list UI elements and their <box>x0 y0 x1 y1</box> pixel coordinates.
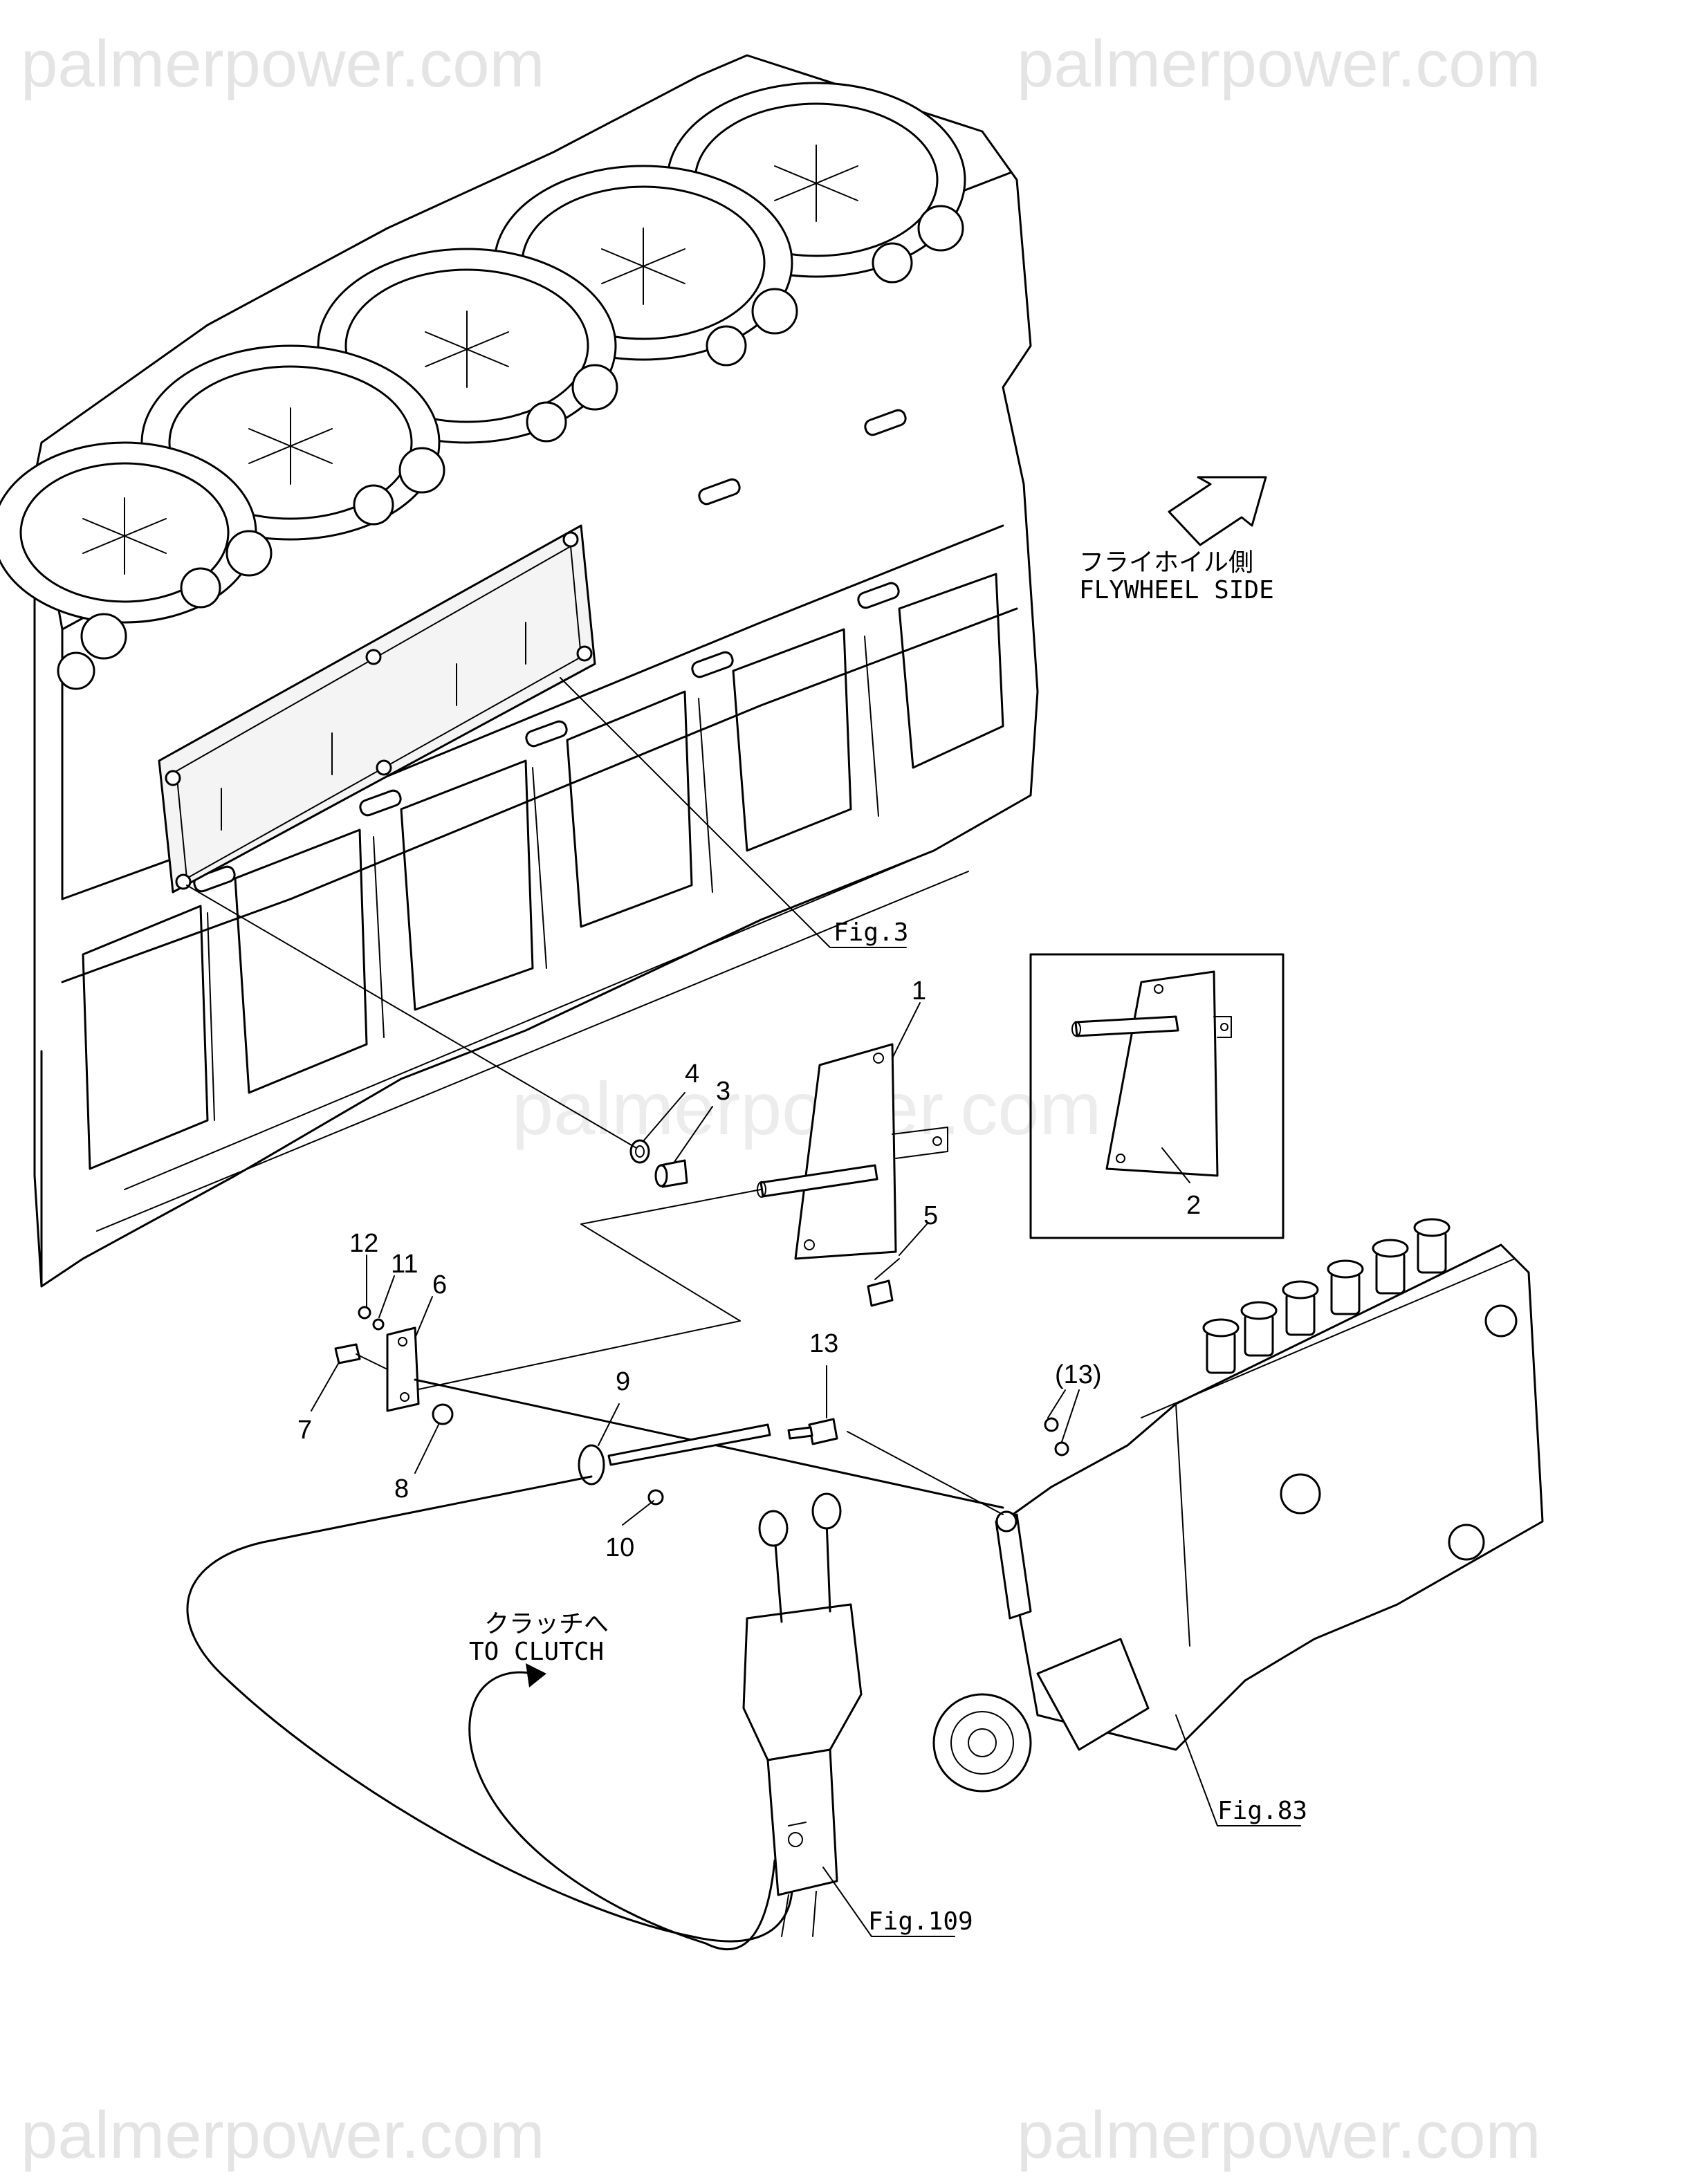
callout-5: 5 <box>923 1201 938 1230</box>
to-clutch-jp: クラッチへ <box>484 1610 609 1638</box>
side-cover <box>158 524 596 894</box>
watermark-top-right: palmerpower.com <box>1017 27 1541 101</box>
callout-1: 1 <box>912 977 926 1006</box>
callout-11: 11 <box>391 1250 418 1279</box>
watermark-bottom-left: palmerpower.com <box>21 2098 545 2172</box>
callout-9: 9 <box>616 1367 630 1396</box>
crankcase-windows <box>82 573 1004 1170</box>
injection-pump: (13) Fig.83 <box>847 1218 1544 1826</box>
inset-box: 2 <box>1029 953 1285 1239</box>
callout-13-ref: (13) <box>1055 1360 1102 1389</box>
flywheel-side-en: FLYWHEEL SIDE <box>1079 576 1274 604</box>
assembly-leader <box>414 1189 762 1391</box>
part-1-plate: 1 <box>757 977 948 1260</box>
fig3-reference: Fig.3 <box>560 677 908 948</box>
engine-block-illustration <box>0 54 1039 1288</box>
callout-6: 6 <box>432 1270 447 1299</box>
callout-12: 12 <box>349 1229 378 1258</box>
control-lever-unit: Fig.109 <box>742 1492 973 1937</box>
callout-4: 4 <box>685 1059 699 1089</box>
watermark-bottom-right: palmerpower.com <box>1017 2098 1541 2172</box>
fig109-label: Fig.109 <box>868 1907 973 1936</box>
fig83-label: Fig.83 <box>1217 1797 1307 1825</box>
clutch-arrow-icon <box>526 1663 546 1687</box>
callout-2: 2 <box>1186 1191 1201 1220</box>
bracket-assembly: 12 11 6 7 8 <box>297 1229 454 1503</box>
watermark-top-left: palmerpower.com <box>21 27 545 101</box>
direction-arrow-icon <box>1168 476 1267 546</box>
flywheel-side-indicator: フライホイル側 FLYWHEEL SIDE <box>1079 476 1274 604</box>
watermark-middle: palmerpower.com <box>512 1066 1101 1150</box>
part-5-bolt: 5 <box>867 1201 938 1307</box>
callout-8: 8 <box>394 1474 409 1503</box>
callout-13: 13 <box>809 1329 838 1358</box>
control-cable: 9 10 13 <box>186 1329 1004 1951</box>
callout-3: 3 <box>716 1077 730 1106</box>
parts-3-4: 4 3 <box>186 885 730 1188</box>
fig3-label: Fig.3 <box>834 918 908 947</box>
to-clutch-en: TO CLUTCH <box>469 1638 604 1666</box>
flywheel-side-jp: フライホイル側 <box>1079 548 1253 577</box>
callout-10: 10 <box>605 1533 634 1562</box>
callout-7: 7 <box>297 1416 312 1445</box>
